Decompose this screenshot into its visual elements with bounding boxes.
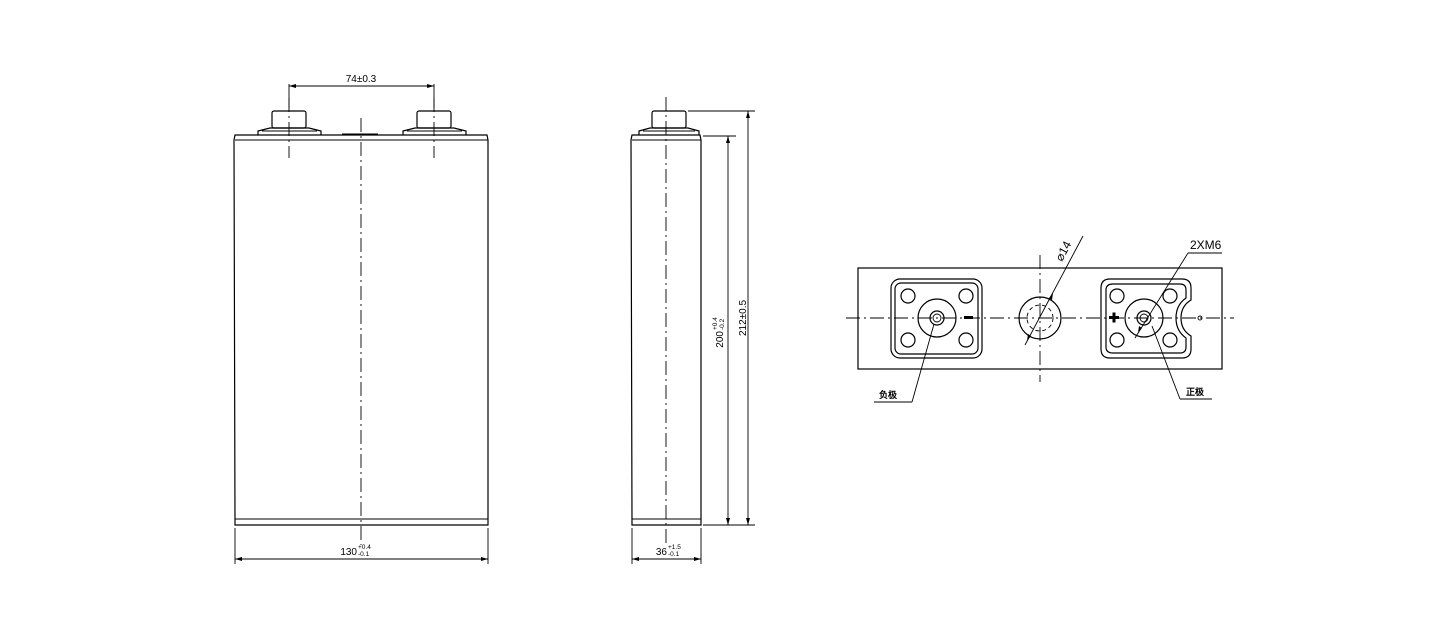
front-terminal-positive — [402, 98, 467, 158]
body-height-nominal-label: 200 — [715, 331, 726, 348]
side-view: 36 +1.5 -0.1 200 +0.4 -0.2 212±0.5 — [630, 97, 755, 564]
top-terminal-positive — [1100, 278, 1203, 359]
negative-terminal-callout: 负极 — [874, 323, 935, 403]
front-terminal-negative — [257, 98, 322, 158]
thread-callout: 2XM6 — [1134, 238, 1222, 339]
top-terminal-negative — [890, 278, 983, 359]
total-height-label: 212±0.5 — [738, 300, 749, 337]
side-body-outline — [630, 134, 702, 526]
body-height-tol-upper: +0.4 — [712, 317, 719, 330]
vent-diameter-callout: ⌀14 — [1024, 235, 1084, 346]
dimension-thickness: 36 +1.5 -0.1 — [631, 528, 702, 564]
dimension-width: 130 +0.4 -0.1 — [234, 528, 489, 564]
front-view: 74±0.3 130 +0.4 -0.1 — [233, 74, 489, 564]
negative-sign-mark — [964, 316, 973, 319]
thickness-nominal-label: 36 — [656, 547, 668, 558]
dimension-terminal-spacing: 74±0.3 — [288, 74, 435, 108]
dimension-body-height: 200 +0.4 -0.2 — [703, 135, 755, 526]
negative-terminal-label: 负极 — [879, 389, 898, 401]
dimension-total-height: 212±0.5 — [688, 110, 755, 525]
width-tol-upper: +0.4 — [358, 544, 371, 551]
top-vent — [1018, 296, 1062, 340]
terminal-spacing-label: 74±0.3 — [346, 74, 377, 85]
top-view: ⌀14 2XM6 负极 正极 — [846, 235, 1234, 403]
thread-spec-label: 2XM6 — [1190, 238, 1222, 252]
front-body-outline — [233, 134, 489, 526]
positive-terminal-callout: 正极 — [1151, 325, 1212, 400]
positive-terminal-label: 正极 — [1186, 386, 1205, 398]
width-nominal-label: 130 — [340, 547, 357, 558]
side-terminal — [638, 110, 700, 135]
thickness-tol-lower: -0.1 — [668, 551, 680, 558]
width-tol-lower: -0.1 — [358, 551, 370, 558]
vent-diameter-label: ⌀14 — [1052, 238, 1074, 263]
body-height-tol-lower: -0.2 — [719, 318, 726, 330]
thickness-tol-upper: +1.5 — [668, 544, 681, 551]
positive-sign-mark — [1109, 312, 1119, 323]
